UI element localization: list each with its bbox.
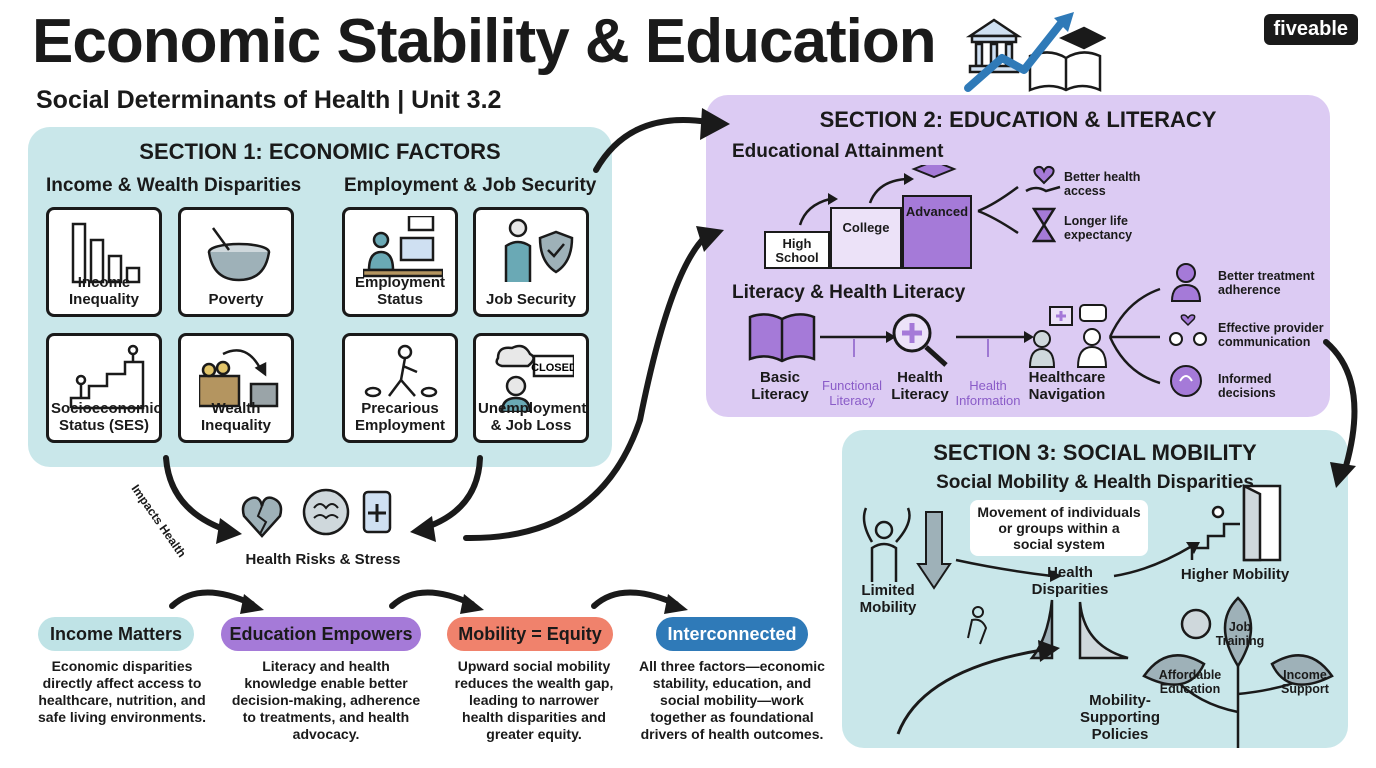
literacy-flow-arrows: [820, 331, 1034, 357]
closed-sign-text: CLOSED: [531, 362, 574, 374]
card-unemployment: CLOSED Unemployment & Job Loss: [473, 333, 589, 443]
office-worker-icon: [363, 216, 443, 278]
disparity-arrows: [955, 542, 1200, 582]
takeaway-income-text: Economic disparities directly affect acc…: [37, 658, 207, 725]
pill-mobility-equity: Mobility = Equity: [447, 617, 613, 651]
card-label: Wealth Inequality: [200, 400, 271, 434]
upward-arrow-icon: [896, 640, 1060, 735]
section1-heading: SECTION 1: ECONOMIC FACTORS: [139, 139, 501, 164]
pill-interconnected: Interconnected: [656, 617, 808, 651]
card-label: Employment Status: [354, 274, 445, 308]
stressed-brain-icon: [302, 488, 350, 536]
section-education-literacy: SECTION 2: EDUCATION & LITERACY Educatio…: [706, 95, 1330, 417]
page-subtitle: Social Determinants of Health | Unit 3.2: [36, 86, 502, 114]
card-employment-status: Employment Status: [342, 207, 458, 317]
card-label: Unemployment & Job Loss: [478, 400, 587, 434]
open-door-stairs-icon: [1190, 483, 1282, 562]
literacy-heading: Literacy & Health Literacy: [732, 282, 966, 303]
card-income-inequality: Income Inequality: [46, 207, 162, 317]
treasure-chest-icon: [199, 349, 279, 408]
brand-logo: fiveable: [1263, 14, 1358, 45]
policy-tree-icon: [1142, 596, 1334, 748]
outcome-branch-arrows: [977, 185, 1019, 235]
step-advanced: Advanced: [902, 195, 972, 269]
definition-box: [970, 500, 1148, 556]
card-label: Poverty: [208, 291, 264, 308]
card-job-security: Job Security: [473, 207, 589, 317]
down-arrow-icon: [916, 511, 952, 590]
card-poverty: Poverty: [178, 207, 294, 317]
bar-chart-icon: [71, 222, 141, 284]
healthcare-navigation-icon: [1028, 304, 1108, 368]
chained-person-icon: [862, 507, 911, 582]
card-label: Socioeconomic Status (SES): [51, 400, 162, 434]
results-branch-arrows: [1108, 287, 1161, 385]
income-wealth-heading: Income & Wealth Disparities: [46, 175, 302, 196]
heart-hand-icon: [1025, 165, 1061, 193]
pill-income-matters: Income Matters: [38, 617, 194, 651]
magnifier-cross-icon: [892, 313, 948, 367]
patient-icon: [1170, 263, 1202, 302]
higher-mobility-label: Higher Mobility: [1180, 566, 1290, 583]
graduation-cap-icon: [911, 165, 957, 179]
hourglass-icon: [1032, 207, 1056, 243]
step-college: College: [830, 207, 902, 269]
idea-brain-icon: [1170, 365, 1202, 397]
stairs-climb-icon: [69, 344, 145, 410]
card-label: Income Inequality: [68, 274, 139, 308]
bank-growth-book-icon: [964, 12, 1106, 92]
card-precarious-employment: Precarious Employment: [342, 333, 458, 443]
health-risks-icons: [241, 488, 392, 538]
card-wealth-inequality: Wealth Inequality: [178, 333, 294, 443]
attainment-heading: Educational Attainment: [732, 141, 944, 162]
section-social-mobility: SECTION 3: SOCIAL MOBILITY Social Mobili…: [842, 430, 1348, 748]
empty-bowl-icon: [207, 227, 271, 282]
step-high-school: High School: [764, 231, 830, 269]
section3-subheading: Social Mobility & Health Disparities: [936, 472, 1254, 493]
takeaway-education-text: Literacy and health knowledge enable bet…: [231, 658, 421, 742]
takeaway-mobility-text: Upward social mobility reduces the wealt…: [454, 658, 614, 742]
card-label: Job Security: [485, 291, 577, 308]
open-book-icon: [748, 313, 816, 363]
section-economic-factors: SECTION 1: ECONOMIC FACTORS Income & Wea…: [28, 127, 612, 467]
card-label: Precarious Employment: [354, 400, 445, 434]
broken-chain-runner-icon: [364, 344, 438, 398]
shield-worker-icon: [504, 218, 574, 282]
page-title: Economic Stability & Education: [32, 7, 937, 76]
closed-sign-icon: CLOSED: [495, 344, 574, 412]
pill-education-empowers: Education Empowers: [221, 617, 421, 651]
takeaway-interconnected-text: All three factors—economic stability, ed…: [639, 658, 825, 742]
section3-heading: SECTION 3: SOCIAL MOBILITY: [933, 440, 1257, 465]
section2-heading: SECTION 2: EDUCATION & LITERACY: [819, 107, 1217, 132]
employment-heading: Employment & Job Security: [344, 175, 597, 196]
attainment-arrows: [798, 165, 957, 226]
health-risks-label: Health Risks & Stress: [245, 551, 401, 568]
card-ses: Socioeconomic Status (SES): [46, 333, 162, 443]
communication-icon: [1169, 314, 1207, 346]
